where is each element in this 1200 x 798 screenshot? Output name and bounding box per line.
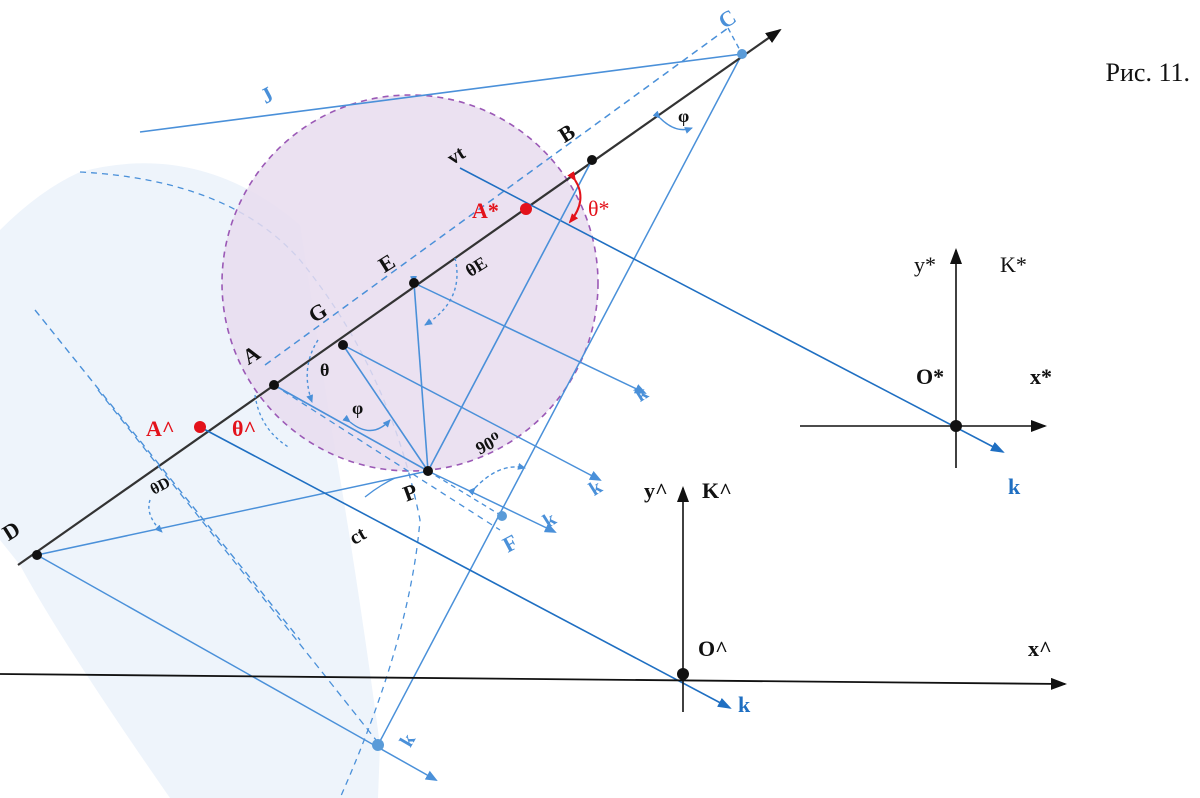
label-theta-star: θ* — [588, 196, 610, 221]
dashed-line-left-2 — [97, 389, 381, 746]
arc-theta-d — [148, 499, 163, 533]
label-f: F — [498, 529, 522, 557]
line-c-bottom — [377, 53, 743, 746]
line-vt-ostar — [459, 167, 1005, 453]
frame-hat-x: x^ — [1028, 636, 1052, 661]
line-ahat-ohat — [199, 426, 732, 709]
arc-theta-e — [424, 257, 458, 326]
line-e-p — [409, 275, 429, 472]
arc-theta — [306, 339, 319, 403]
label-k5: k — [738, 692, 751, 717]
line-b-p — [427, 159, 593, 472]
origin-hat — [677, 668, 689, 680]
point-c — [737, 49, 747, 59]
label-k1: k — [631, 381, 653, 406]
label-phi-mid: φ — [352, 398, 363, 418]
figure-caption: Рис. 11. — [1105, 58, 1190, 87]
dashed-line-c-tip — [727, 27, 743, 55]
ray-g-k — [342, 344, 602, 481]
frame-hat-origin: O^ — [698, 636, 728, 661]
label-phi-top: φ — [678, 106, 689, 126]
point-f — [497, 511, 507, 521]
dashed-a-f — [273, 384, 501, 531]
line-g-p — [342, 344, 429, 472]
point-p — [423, 466, 433, 476]
label-p: P — [400, 478, 421, 506]
label-theta-hat: θ^ — [232, 416, 256, 441]
label-theta: θ — [320, 360, 329, 380]
arc-phi-c — [652, 110, 693, 134]
label-c: C — [714, 4, 741, 34]
axis-x-hat — [0, 673, 1067, 690]
label-a-star: A* — [472, 198, 499, 223]
arc-90 — [467, 462, 526, 496]
label-k3: k — [539, 507, 561, 532]
line-a-p — [273, 384, 429, 472]
label-b: B — [554, 118, 580, 147]
ray-d-k — [36, 554, 438, 781]
arc-ct — [364, 477, 396, 498]
point-bottom — [372, 739, 384, 751]
dashed-line-left — [34, 309, 301, 641]
point-e — [409, 278, 419, 288]
frame-star-origin: O* — [916, 364, 944, 389]
frame-star-x: x* — [1030, 364, 1052, 389]
arc-theta-star — [567, 171, 582, 224]
origin-star — [950, 420, 962, 432]
ray-p-k — [427, 470, 557, 533]
frame-hat-name: K^ — [702, 478, 732, 503]
point-g — [338, 340, 348, 350]
label-k6: k — [395, 729, 420, 750]
point-b — [587, 155, 597, 165]
point-a-star — [520, 203, 532, 215]
dashed-p-f — [427, 470, 503, 517]
frame-hat-y: y^ — [644, 478, 668, 503]
label-k4: k — [1008, 474, 1021, 499]
frame-star-y: y* — [914, 252, 936, 277]
frame-star-name: K* — [1000, 252, 1027, 277]
line-j — [139, 53, 743, 133]
label-a-hat: A^ — [146, 416, 175, 441]
point-a-hat — [194, 421, 206, 433]
point-d — [32, 550, 42, 560]
point-a — [269, 380, 279, 390]
label-j: J — [256, 81, 277, 108]
label-k2: k — [585, 475, 607, 500]
arc-theta-hat — [254, 394, 291, 449]
arc-phi-p — [342, 414, 391, 432]
ray-e-k — [413, 282, 647, 394]
line-d-p — [36, 470, 429, 556]
